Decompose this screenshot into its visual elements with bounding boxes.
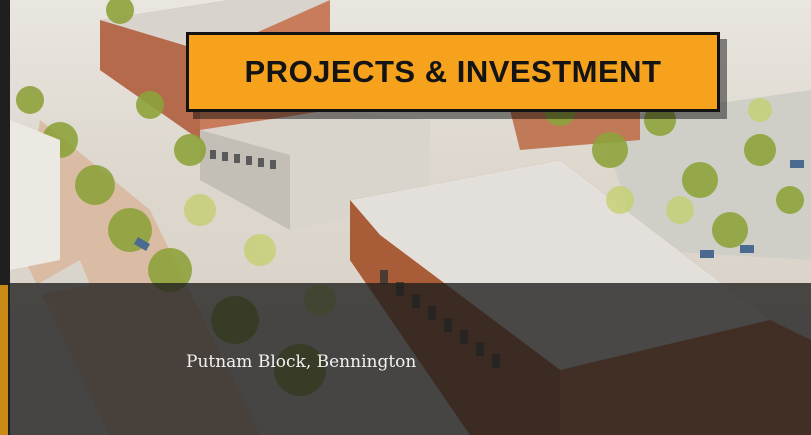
left-edge-frame bbox=[0, 0, 10, 435]
left-accent-stripe bbox=[0, 285, 8, 435]
caption-band: Putnam Block, Bennington bbox=[10, 283, 811, 435]
title-badge: PROJECTS & INVESTMENT bbox=[186, 32, 720, 112]
image-caption: Putnam Block, Bennington bbox=[186, 352, 417, 372]
page-title: PROJECTS & INVESTMENT bbox=[244, 54, 662, 89]
